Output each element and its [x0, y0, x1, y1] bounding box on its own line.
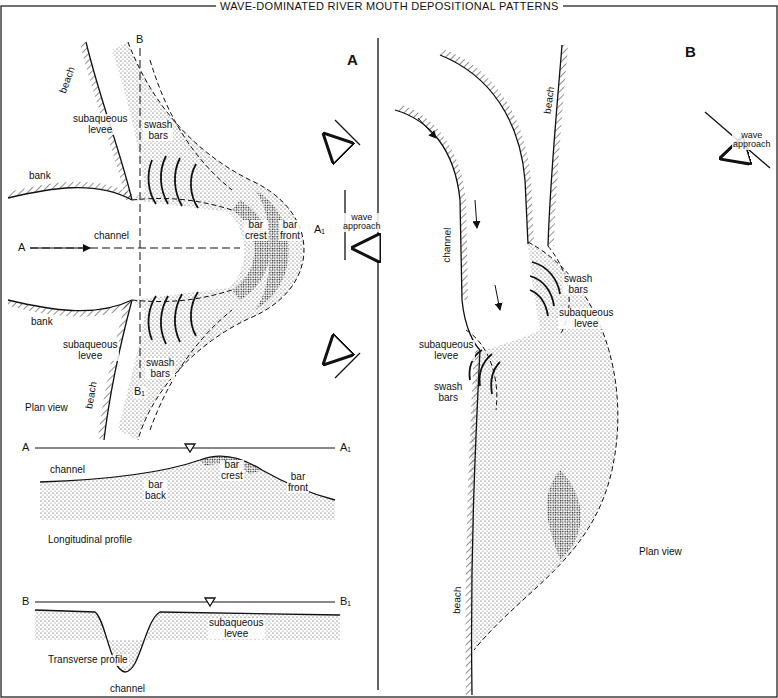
- label: A₁: [339, 442, 352, 454]
- label: swash bars: [563, 274, 593, 295]
- label: channel: [93, 231, 130, 242]
- label: channel: [442, 227, 454, 264]
- label: bar back: [144, 480, 167, 501]
- label: wave approach: [342, 213, 382, 232]
- label: swash bars: [145, 358, 175, 379]
- label: A₁: [313, 224, 326, 236]
- label: bar front: [287, 472, 309, 493]
- label: channel: [109, 684, 146, 695]
- label: B: [21, 596, 30, 608]
- label: beach: [452, 585, 464, 615]
- label: subaqueous levee: [558, 308, 615, 329]
- label: swash bars: [143, 120, 173, 141]
- label: beach: [58, 65, 78, 96]
- label: wave approach: [732, 131, 772, 150]
- label: bar front: [279, 220, 301, 241]
- label: B: [135, 34, 144, 46]
- label: A: [17, 242, 26, 254]
- label: bar crest: [244, 220, 268, 241]
- label: Plan view: [638, 547, 683, 558]
- label: bar crest: [220, 460, 244, 481]
- label: B₁: [133, 386, 146, 398]
- label: Plan view: [24, 403, 69, 414]
- label: swash bars: [433, 382, 463, 403]
- label: bank: [30, 317, 54, 328]
- label: A: [21, 442, 30, 454]
- label: beach: [84, 380, 99, 411]
- label: subaqueous levee: [62, 340, 119, 361]
- label: bank: [28, 171, 52, 182]
- label: Longitudinal profile: [47, 535, 133, 546]
- label: B: [684, 44, 697, 60]
- label: channel: [49, 465, 86, 476]
- title: WAVE-DOMINATED RIVER MOUTH DEPOSITIONAL …: [216, 0, 563, 12]
- label: A: [346, 52, 359, 68]
- label: beach: [542, 85, 556, 115]
- label: Transverse profile: [47, 655, 129, 666]
- label: B₁: [339, 596, 352, 608]
- label: subaqueous levee: [208, 618, 265, 639]
- label: subaqueous levee: [72, 114, 129, 135]
- label: subaqueous levee: [418, 340, 475, 361]
